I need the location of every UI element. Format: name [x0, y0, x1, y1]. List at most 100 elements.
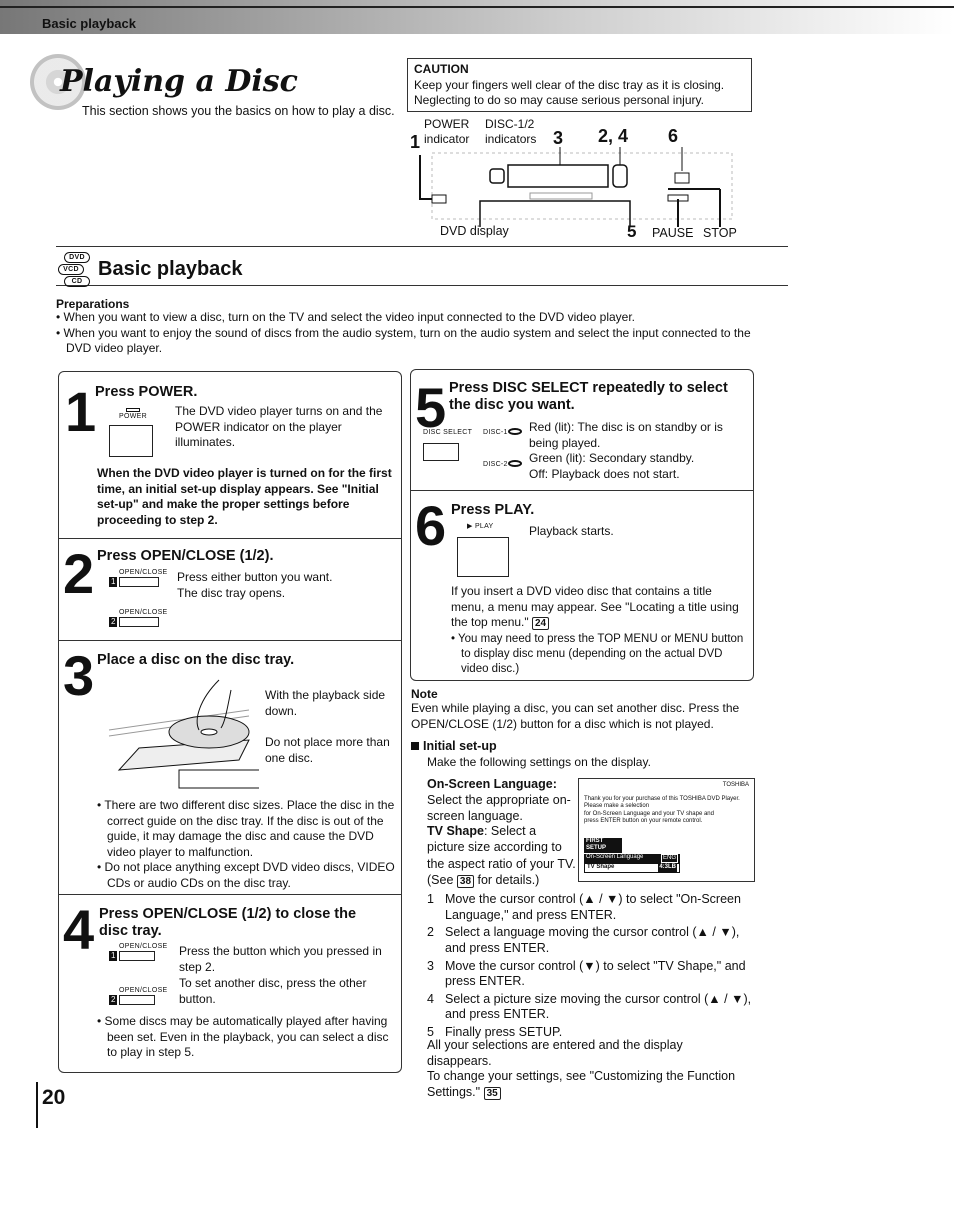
stop-label: STOP	[703, 226, 737, 240]
disc-1-indicator-icon	[508, 428, 522, 435]
setup-outro-1: All your selections are entered and the …	[427, 1038, 683, 1069]
button-label: OPEN/CLOSE	[119, 987, 168, 994]
step-6-heading: Press PLAY.	[451, 502, 535, 518]
step-5-green: Green (lit): Secondary standby.	[529, 451, 695, 465]
screen-message: press ENTER button on your remote contro…	[584, 818, 703, 824]
vcd-icon: VCD	[58, 264, 84, 275]
step-number-1: 1	[65, 380, 97, 443]
header-rule	[0, 6, 954, 8]
play-icon: ▶	[467, 523, 475, 530]
square-bullet-icon	[411, 742, 419, 750]
step-divider	[59, 894, 401, 895]
open-close-2-button: OPEN/CLOSE 2	[109, 608, 168, 628]
step-number-4: 4	[63, 898, 95, 961]
basic-playback-title: Basic playback	[98, 258, 243, 280]
step-4-heading: Press OPEN/CLOSE (1/2) to close the disc…	[99, 906, 357, 940]
language-label: On-Screen Language:	[427, 777, 557, 791]
list-item: Some discs may be automatically played a…	[97, 1014, 395, 1061]
callout-1: 1	[410, 132, 421, 152]
button-label: OPEN/CLOSE	[119, 609, 168, 616]
list-item: Do not place anything except DVD video d…	[97, 860, 395, 891]
step-4-bullets: Some discs may be automatically played a…	[97, 1014, 395, 1061]
disc-select-button: DISC SELECT	[423, 428, 472, 462]
caution-box: CAUTION Keep your fingers well clear of …	[407, 58, 752, 112]
steps-1-4-box: 1 Press POWER. POWER The DVD video playe…	[58, 371, 402, 1073]
list-item: When you want to view a disc, turn on th…	[56, 310, 756, 326]
step-3-text-2: Do not place more than one disc.	[265, 735, 390, 765]
screen-message: Thank you for your purchase of this TOSH…	[584, 795, 740, 802]
preparations-heading: Preparations	[56, 297, 130, 311]
disc-indicators-label: DISC-1/2 indicators	[485, 117, 537, 146]
disc-type-icons: DVD VCD CD	[58, 252, 98, 287]
page-ref: 38	[456, 874, 475, 888]
screen-menu-title: FIRST SETUP	[584, 837, 622, 853]
preparations-list: When you want to view a disc, turn on th…	[56, 310, 756, 357]
step-6-text: Playback starts.	[529, 524, 614, 538]
screen-message: Please make a selection	[584, 803, 650, 809]
cd-icon: CD	[64, 276, 90, 287]
language-text: Select the appropriate on-screen languag…	[427, 793, 571, 824]
steps-5-6-box: 5 Press DISC SELECT repeatedly to select…	[410, 369, 754, 681]
front-panel-diagram: 1 POWER indicator DISC-1/2 indicators 3 …	[410, 117, 755, 245]
step-2-text-2: The disc tray opens.	[177, 586, 286, 600]
play-button-illustration: ▶ PLAY	[457, 522, 509, 578]
step-3-bullets: There are two different disc sizes. Plac…	[97, 798, 395, 892]
list-item: There are two different disc sizes. Plac…	[97, 798, 395, 860]
step-number-5: 5	[415, 376, 447, 439]
step-number-2: 2	[63, 542, 95, 605]
caution-text: Keep your fingers well clear of the disc…	[414, 77, 725, 108]
step-2-text-1: Press either button you want.	[177, 570, 333, 584]
step-5-off: Off: Playback does not start.	[529, 467, 680, 481]
setup-screen: TOSHIBA Thank you for your purchase of t…	[578, 778, 755, 882]
one-icon: 1	[109, 951, 118, 962]
two-icon: 2	[109, 995, 118, 1006]
power-button-illustration: POWER	[109, 408, 157, 458]
button-label: OPEN/CLOSE	[119, 569, 168, 576]
step-number-3: 3	[63, 644, 95, 707]
list-item: You may need to press the TOP MENU or ME…	[451, 632, 749, 677]
tv-shape-text: TV Shape: Select a picture size accordin…	[427, 824, 576, 888]
open-close-1-button: OPEN/CLOSE 1	[109, 942, 168, 962]
disc-graphic	[30, 54, 86, 110]
page-number-rule	[36, 1082, 38, 1128]
step-1-text: The DVD video player turns on and the PO…	[175, 404, 383, 450]
power-button	[109, 425, 153, 458]
open-close-1-button: OPEN/CLOSE 1	[109, 568, 168, 588]
dvd-icon: DVD	[64, 252, 90, 263]
page-number: 20	[42, 1086, 66, 1109]
step-divider	[59, 640, 401, 641]
step-5-heading: Press DISC SELECT repeatedly to select t…	[449, 380, 728, 414]
power-button-label: POWER	[119, 413, 147, 420]
step-number-6: 6	[415, 494, 447, 557]
player-front-illustration	[419, 147, 733, 227]
note-heading: Note	[411, 687, 438, 701]
note-text: Even while playing a disc, you can set a…	[411, 701, 740, 731]
step-divider	[59, 538, 401, 539]
disc-tray-illustration	[108, 679, 259, 789]
step-3-heading: Place a disc on the disc tray.	[97, 652, 295, 668]
page-ref: 35	[483, 1087, 501, 1101]
initial-setup-heading: Initial set-up	[411, 738, 497, 754]
screen-message: for On-Screen Language and your TV shape…	[584, 810, 714, 817]
disc-2-label: DISC-2	[483, 461, 508, 468]
section-divider-top	[56, 246, 788, 247]
step-3-text-1: With the playback side down.	[265, 688, 386, 718]
list-item: When you want to enjoy the sound of disc…	[56, 326, 756, 357]
step-1-note: When the DVD video player is turned on f…	[97, 466, 392, 527]
section-tag: Basic playback	[42, 16, 136, 31]
two-icon: 2	[109, 617, 118, 628]
callout-6: 6	[668, 126, 679, 146]
screen-brand: TOSHIBA	[722, 782, 749, 788]
page-title: Playing a Disc	[60, 64, 298, 99]
step-4-text-1: Press the button which you pressed in st…	[179, 944, 382, 974]
header-bar	[0, 0, 954, 34]
intro-text: This section shows you the basics on how…	[82, 104, 395, 118]
step-5-red: Red (lit): The disc is on standby or is …	[529, 420, 723, 450]
button-label: OPEN/CLOSE	[119, 943, 168, 950]
